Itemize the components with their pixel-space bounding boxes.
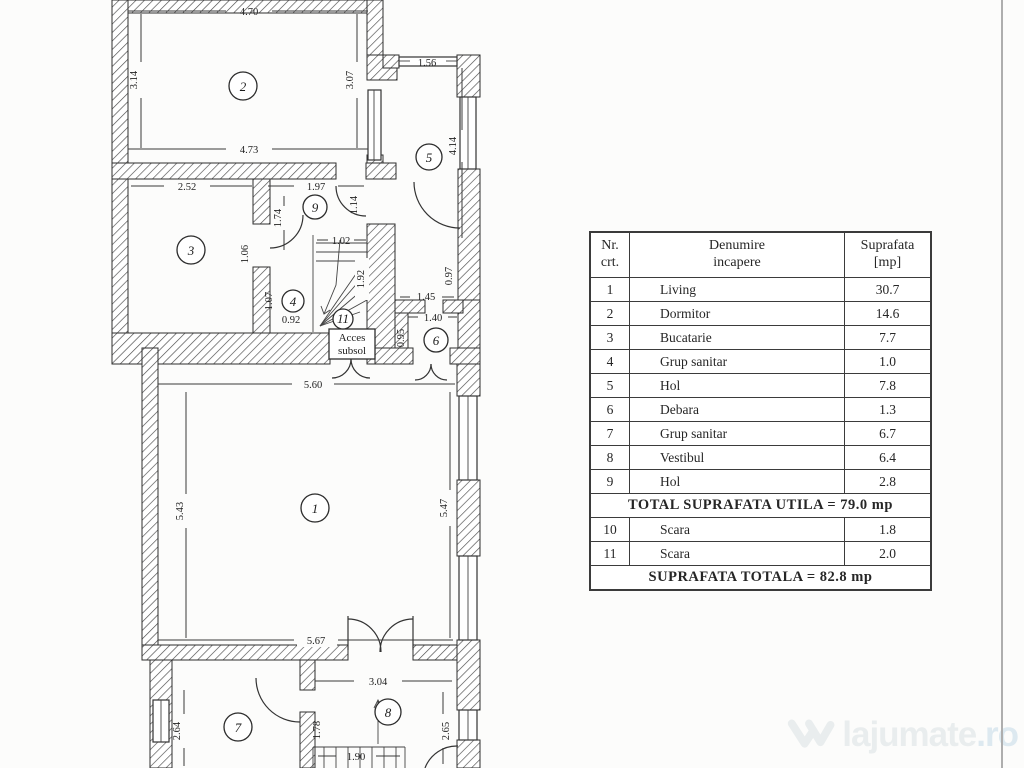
- dim-label: 0.92: [282, 315, 300, 326]
- door-arcs: [255, 181, 461, 768]
- dim-label: 1.97: [307, 182, 325, 193]
- room-number-7: 7: [235, 720, 242, 735]
- dim-label: 1.78: [312, 721, 323, 739]
- room-number-11: 11: [337, 311, 349, 326]
- dim-label: 1.92: [356, 270, 367, 288]
- dim-label: 3.14: [129, 70, 140, 89]
- dim-label: 1.56: [418, 58, 436, 69]
- acces-label-line1: Acces: [339, 332, 366, 344]
- dim-label: 5.43: [175, 502, 186, 520]
- dim-label: 1.74: [273, 208, 284, 227]
- floor-plan: Acces subsol: [111, 0, 481, 768]
- dim-label: 1.14: [349, 195, 360, 214]
- acces-label-line2: subsol: [338, 345, 366, 357]
- dim-label: 3.04: [369, 677, 388, 688]
- label-mask: [297, 633, 337, 647]
- dim-label: 5.60: [304, 380, 322, 391]
- room-number-5: 5: [426, 150, 433, 165]
- dim-label: 2.64: [172, 721, 183, 740]
- room-labels: 1 2 3 4 5 6 7 8 9 11: [176, 71, 449, 742]
- page-edge-line: [1001, 0, 1003, 768]
- stairs-lower: [312, 698, 406, 768]
- header-nr: Nr.crt.: [589, 231, 630, 278]
- basement-access: Acces subsol: [328, 328, 376, 360]
- dim-label: 4.73: [240, 145, 258, 156]
- total-utila-row: TOTAL SUPRAFATA UTILA = 79.0 mp: [589, 493, 932, 518]
- room-number-4: 4: [290, 294, 297, 309]
- label-mask: [355, 258, 369, 300]
- dim-label: 0.95: [396, 329, 407, 347]
- dim-label: 1.07: [264, 292, 275, 310]
- dim-label: 1.45: [417, 292, 435, 303]
- dim-label: 4.70: [240, 7, 258, 18]
- dim-label: 3.07: [345, 71, 356, 89]
- watermark: lajumate.ro: [786, 706, 1019, 764]
- dim-label: 2.52: [178, 182, 196, 193]
- room-number-3: 3: [187, 243, 195, 258]
- total-row: SUPRAFATA TOTALA = 82.8 mp: [589, 565, 932, 591]
- dim-label: 1.02: [332, 236, 350, 247]
- dim-label: 1.40: [424, 313, 442, 324]
- dimension-labels: 4.70 4.73 3.14 3.07 1.56 4.14 2.52 1.97 …: [129, 7, 459, 763]
- watermark-brand: lajumate.ro: [842, 715, 1019, 754]
- dim-label: 0.97: [444, 267, 455, 285]
- room-number-9: 9: [312, 200, 319, 215]
- dim-label: 1.06: [240, 245, 251, 263]
- room-number-6: 6: [433, 333, 440, 348]
- watermark-tld: .ro: [976, 715, 1019, 754]
- room-number-1: 1: [312, 501, 319, 516]
- windows: [152, 56, 478, 743]
- dimension-lines: [128, 10, 463, 766]
- header-suprafata: Suprafata[mp]: [844, 231, 932, 278]
- dim-label: 5.47: [439, 499, 450, 517]
- room-number-2: 2: [240, 79, 247, 94]
- dim-label: 4.14: [448, 136, 459, 155]
- dim-label: 2.65: [441, 722, 452, 740]
- dim-label: 5.67: [307, 636, 325, 647]
- dim-label: 1.90: [347, 752, 365, 763]
- walls: [111, 0, 481, 768]
- lajumate-logo-icon: [787, 719, 835, 748]
- room-number-8: 8: [385, 705, 392, 720]
